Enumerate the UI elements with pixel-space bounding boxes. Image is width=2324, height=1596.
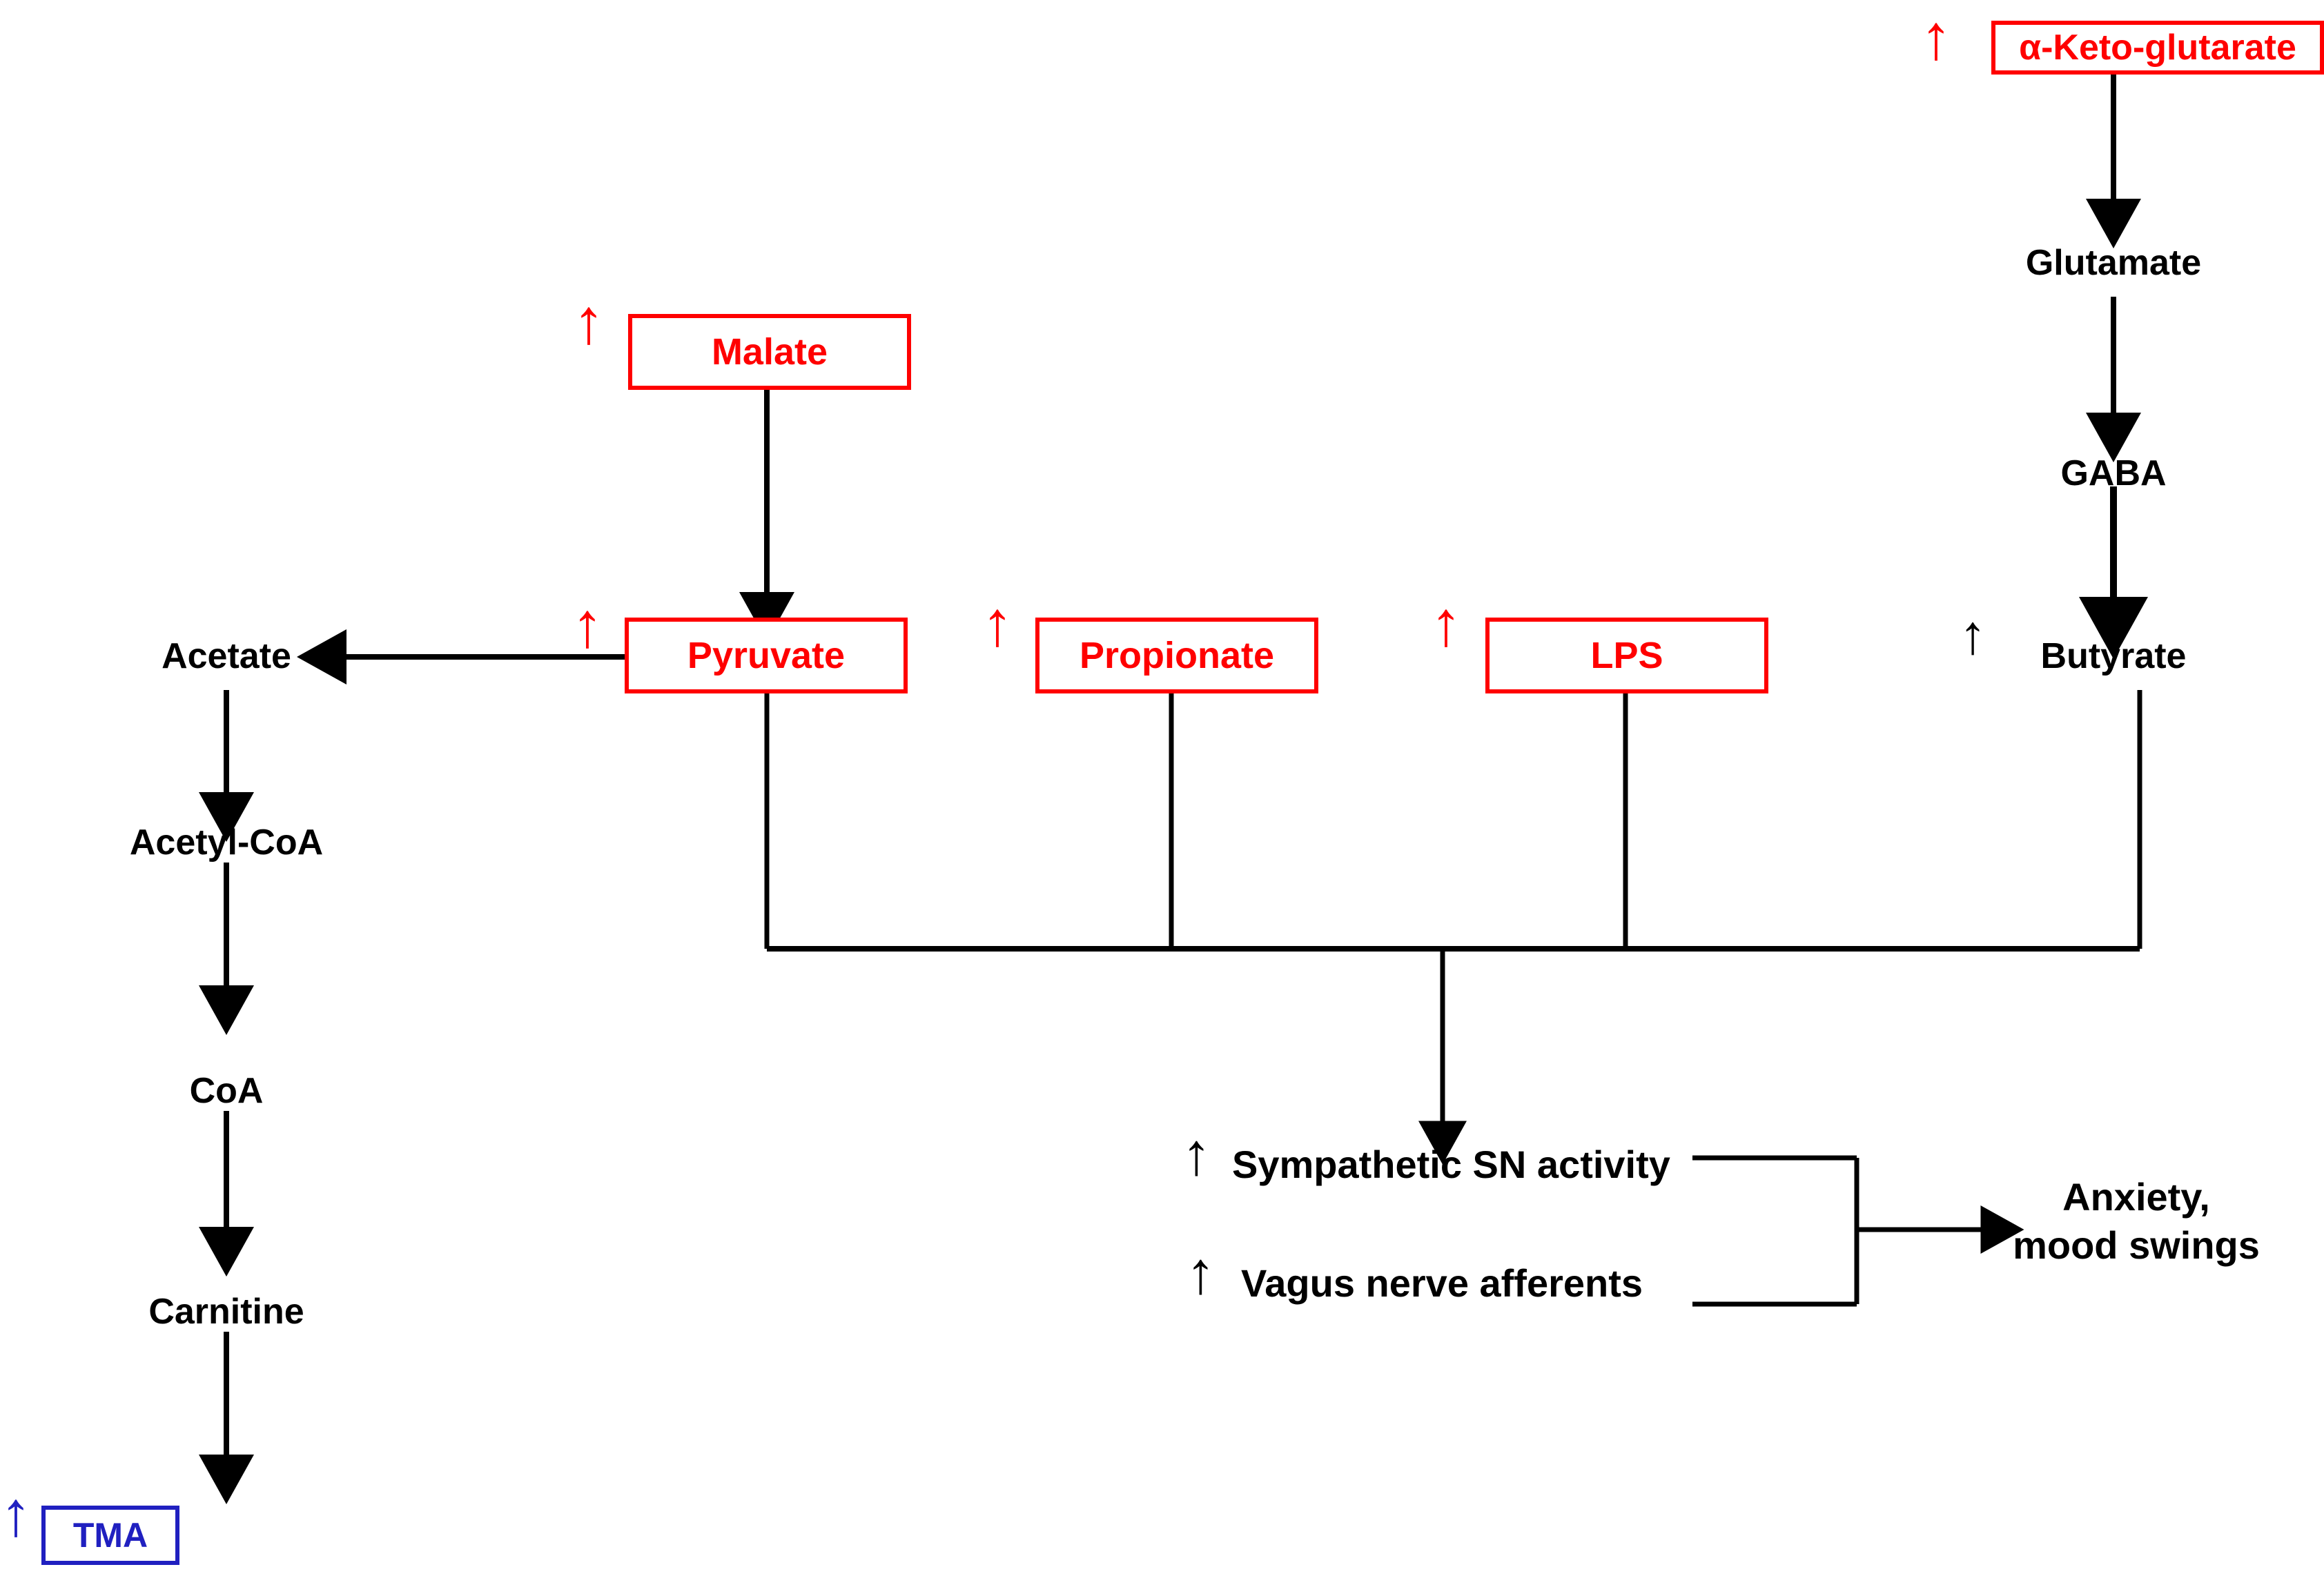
node-label: Pyruvate — [687, 635, 846, 676]
node-glutamate[interactable]: Glutamate — [2025, 243, 2202, 283]
node-malate[interactable]: Malate — [628, 314, 911, 390]
node-acetate[interactable]: Acetate — [162, 636, 291, 676]
node-outcome[interactable]: Anxiety, mood swings — [2013, 1173, 2260, 1270]
node-alpha-ketoglutarate[interactable]: α-Keto-glutarate — [1991, 21, 2324, 75]
up-arrow-icon-lps: ↑ — [1430, 589, 1462, 659]
node-propionate[interactable]: Propionate — [1035, 618, 1318, 693]
node-gaba[interactable]: GABA — [2060, 453, 2167, 493]
node-butyrate[interactable]: Butyrate — [2040, 636, 2187, 676]
node-pyruvate[interactable]: Pyruvate — [625, 618, 908, 693]
node-tma[interactable]: TMA — [41, 1506, 179, 1565]
node-label: Malate — [711, 331, 828, 373]
outcome-bracket — [1692, 1155, 2024, 1307]
up-arrow-icon-butyrate: ↑ — [1959, 604, 1986, 665]
up-arrow-icon-propionate: ↑ — [982, 589, 1013, 659]
up-arrow-icon-malate: ↑ — [573, 286, 605, 357]
node-vagus-nerve-afferents[interactable]: Vagus nerve afferents — [1241, 1261, 1643, 1305]
node-label: LPS — [1590, 635, 1663, 676]
up-arrow-icon-vagus: ↑ — [1186, 1240, 1215, 1306]
node-coa[interactable]: CoA — [189, 1071, 264, 1111]
node-label: Propionate — [1079, 635, 1275, 676]
node-acetyl-coa[interactable]: Acetyl-CoA — [129, 822, 324, 863]
up-arrow-icon-tma: ↑ — [0, 1479, 32, 1549]
node-carnitine[interactable]: Carnitine — [148, 1292, 304, 1332]
node-lps[interactable]: LPS — [1485, 618, 1768, 693]
outcome-line-2: mood swings — [2013, 1223, 2260, 1267]
node-label: α-Keto-glutarate — [2019, 28, 2296, 68]
outcome-line-1: Anxiety, — [2062, 1175, 2210, 1219]
node-label: TMA — [72, 1516, 148, 1555]
up-arrow-icon-sympathetic: ↑ — [1182, 1121, 1211, 1188]
up-arrow-icon-alpha-ketoglutarate: ↑ — [1920, 2, 1952, 72]
node-sympathetic-sn-activity[interactable]: Sympathetic SN activity — [1232, 1143, 1670, 1186]
up-arrow-icon-pyruvate: ↑ — [572, 590, 603, 660]
